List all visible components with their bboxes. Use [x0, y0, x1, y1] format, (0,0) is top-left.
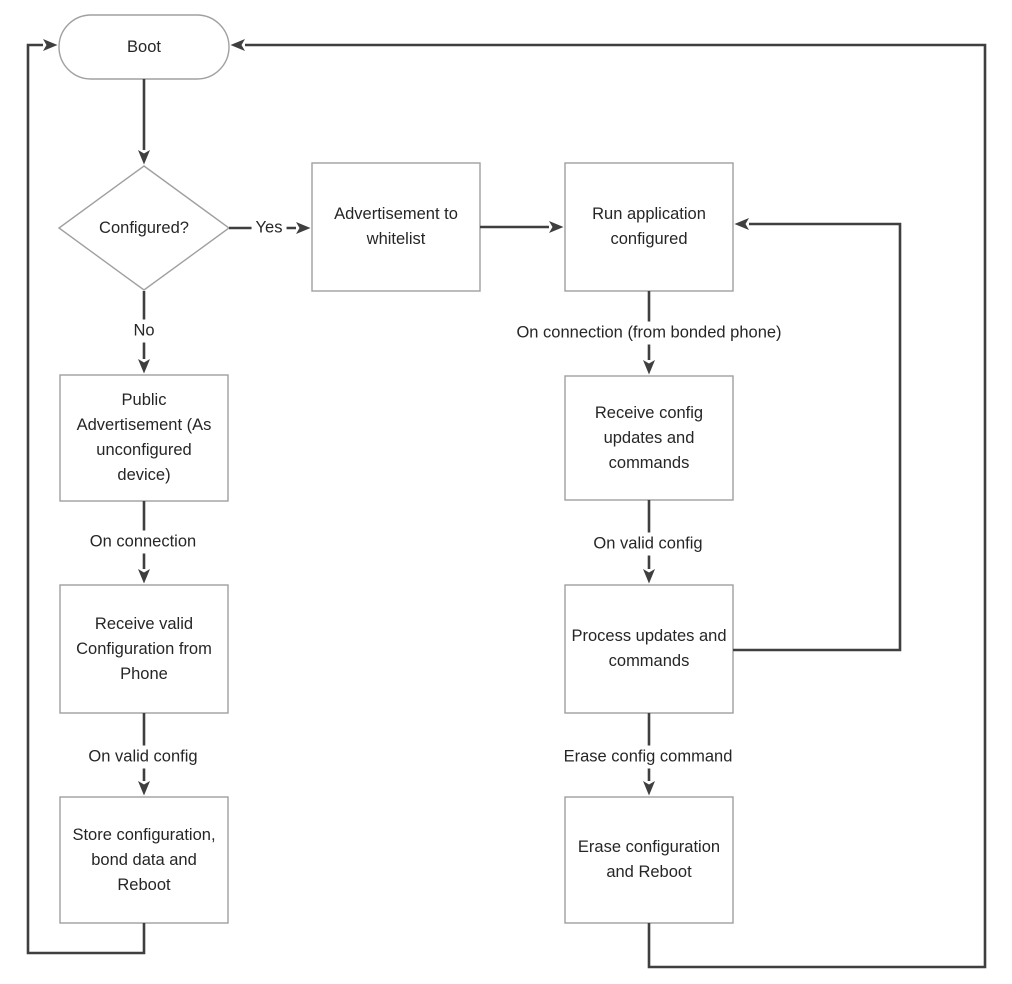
edge-label-on-connection: On connection	[85, 530, 201, 554]
node-run-application-label: Run application configured	[592, 205, 706, 248]
node-configured-diamond	[57, 165, 231, 291]
node-advertisement-whitelist-shape	[311, 162, 481, 292]
node-process-updates-label: Process updates and commands	[571, 627, 727, 670]
node-erase-configuration-label: Erase configuration and Reboot	[577, 838, 721, 881]
edge-label-yes: Yes	[251, 216, 287, 240]
edge-label-no: No	[129, 319, 159, 343]
edge-label-on-valid-config-left: On valid config	[84, 745, 202, 769]
edge-label-on-connection-bonded: On connection (from bonded phone)	[512, 321, 786, 345]
node-configured-label: Configured?	[99, 218, 189, 237]
node-receive-config-updates-shape	[564, 375, 734, 501]
node-receive-valid-configuration-label: Receive valid Configuration from Phone	[76, 614, 212, 683]
edge-erase-configuration-to-boot-loop	[230, 39, 987, 969]
node-store-configuration-label: Store configuration, bond data and Reboo…	[72, 825, 216, 894]
node-public-advertisement-label: Public Advertisement (As unconfigured de…	[76, 391, 212, 484]
edge-label-erase-config-command: Erase config command	[559, 745, 737, 769]
edge-process-updates-to-run-application-loop	[733, 218, 902, 652]
edge-store-configuration-to-boot-loop	[26, 39, 146, 955]
node-run-application-shape	[564, 162, 734, 292]
node-erase-configuration-shape	[564, 796, 734, 924]
node-advertisement-whitelist-label: Advertisement to whitelist	[334, 205, 458, 248]
node-store-configuration-shape	[59, 796, 229, 924]
edge-label-on-valid-config-right: On valid config	[589, 532, 707, 556]
node-public-advertisement-shape	[59, 374, 229, 502]
node-receive-config-updates-label: Receive config updates and commands	[594, 403, 704, 472]
node-boot-label: Boot	[127, 37, 161, 56]
node-process-updates-shape	[564, 584, 734, 714]
